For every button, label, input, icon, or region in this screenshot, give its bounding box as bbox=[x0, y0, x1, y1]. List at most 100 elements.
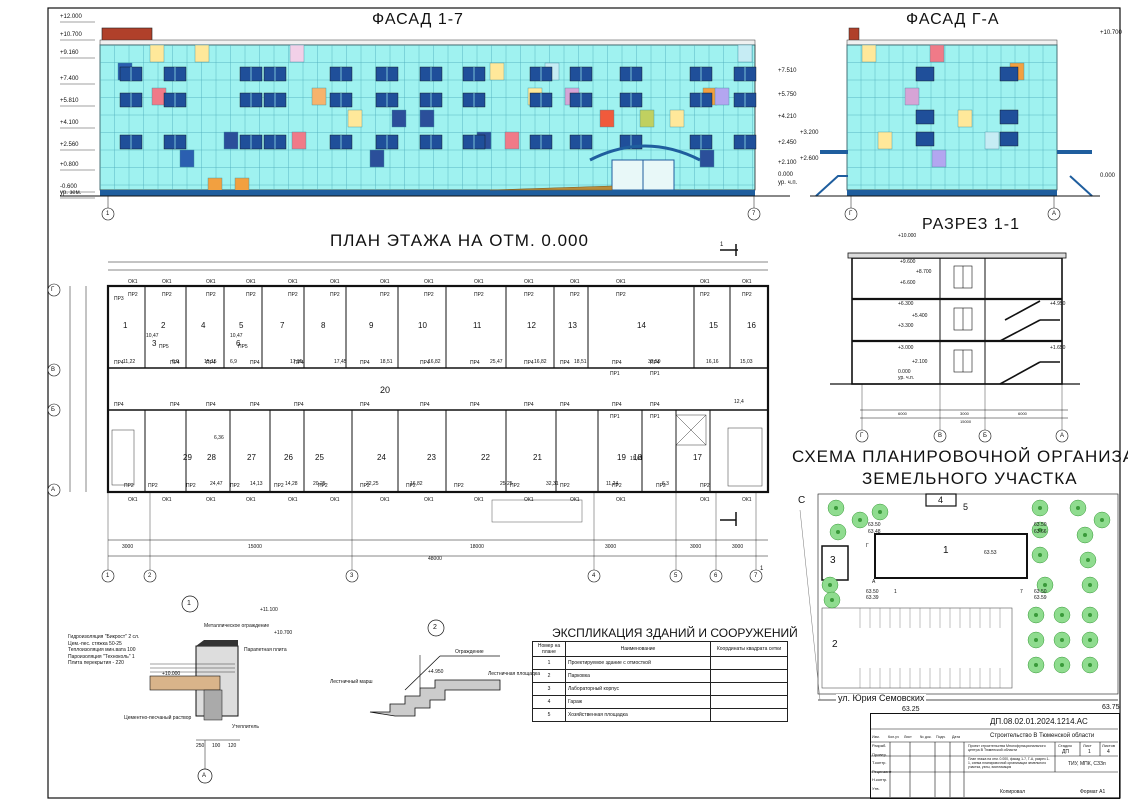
room-area: 6,3 bbox=[662, 481, 669, 487]
site-elevation: 63.50 bbox=[868, 522, 881, 528]
room-number: 10 bbox=[418, 321, 427, 330]
stair-right bbox=[727, 427, 763, 487]
callout-flight: Лестничный марш bbox=[330, 679, 373, 685]
partition-tag: ПР2 bbox=[274, 483, 284, 489]
stamp-format: Формат А1 bbox=[1080, 789, 1106, 795]
facade-level-right: +2.100 bbox=[778, 160, 797, 166]
room-area: 11,24 bbox=[606, 481, 619, 487]
callout-railing-2: Ограждение bbox=[455, 649, 484, 655]
room-area: 22,25 bbox=[366, 481, 379, 487]
partition-tag: ПР2 bbox=[128, 292, 138, 298]
partition-tag: ПР4 bbox=[524, 360, 534, 366]
room-number: 12 bbox=[527, 321, 536, 330]
room-number: 27 bbox=[247, 453, 256, 462]
room-area: 25,47 bbox=[490, 359, 503, 365]
partition-tag: ПР2 bbox=[186, 483, 196, 489]
room-area: 25,25 bbox=[500, 481, 513, 487]
partition-tag: ПР4 bbox=[206, 402, 216, 408]
ramp bbox=[489, 185, 613, 191]
room-area: 6,9 bbox=[172, 359, 179, 365]
window-tag: ОК1 bbox=[570, 497, 580, 503]
axis-label: Г bbox=[849, 211, 853, 217]
site-elevation: 63.39 bbox=[866, 595, 879, 601]
section-dim: 3000 bbox=[960, 411, 969, 416]
window-tag: ОК1 bbox=[128, 497, 138, 503]
partition-tag: ПР2 bbox=[524, 292, 534, 298]
room-area: 24,47 bbox=[210, 481, 223, 487]
window-tag: ОК1 bbox=[206, 497, 216, 503]
plan-axis: 5 bbox=[674, 573, 678, 579]
street-label: ул. Юрия Семовских bbox=[836, 693, 927, 703]
facade-1-7 bbox=[60, 21, 790, 199]
entrance-canopy bbox=[589, 144, 701, 162]
partition-tag: ПР5 bbox=[238, 344, 248, 350]
col-grid: Координаты квадрата сетки bbox=[710, 641, 788, 657]
partition-tag: ПР4 bbox=[420, 360, 430, 366]
section-1-1 bbox=[830, 252, 1080, 443]
stamp-col-label: № док. bbox=[920, 735, 932, 739]
ramp-plan bbox=[491, 499, 583, 523]
facade-levels bbox=[60, 21, 95, 199]
partition-tag: ПР4 bbox=[360, 360, 370, 366]
plan-dim: 3000 bbox=[732, 544, 744, 550]
room-area: 12,4 bbox=[734, 399, 744, 405]
site-marker: 7 bbox=[1020, 589, 1023, 595]
partition-tag: ПР2 bbox=[330, 292, 340, 298]
partition-tag: ПР4 bbox=[294, 360, 304, 366]
window-tag: ОК1 bbox=[424, 279, 434, 285]
partition-tag: ПР1 bbox=[610, 414, 620, 420]
room-number: 3 bbox=[152, 339, 157, 348]
stamp-col-label: Лист bbox=[904, 735, 912, 739]
partition-tag: ПР4 bbox=[470, 360, 480, 366]
callout-mortar: Цементно-песчаный раствор bbox=[124, 715, 192, 721]
facade-level-right: +2.450 bbox=[778, 140, 797, 146]
plan-axis: 6 bbox=[714, 573, 718, 579]
partition-tag: ПР1 bbox=[650, 414, 660, 420]
plan-title: ПЛАН ЭТАЖА НА ОТМ. 0.000 bbox=[330, 231, 589, 250]
facade-g-a-title: ФАСАД Г-А bbox=[906, 11, 1000, 28]
ga-level: +10.700 bbox=[1100, 30, 1122, 36]
stamp-role: Разраб. bbox=[872, 743, 887, 748]
plan-dim: 3000 bbox=[690, 544, 702, 550]
stamp-sheet-desc: План этажа на отм. 0.000, фасад 1-7, Г-А… bbox=[968, 757, 1050, 769]
partition-tag: ПР4 bbox=[206, 360, 216, 366]
site-elevation: 63.48 bbox=[868, 529, 881, 535]
stamp-col-label: Дата bbox=[952, 735, 960, 739]
dim: 250 bbox=[196, 743, 205, 749]
window-tag: ОК1 bbox=[524, 497, 534, 503]
corridor-number: 20 bbox=[380, 385, 391, 395]
room-area: 10,47 bbox=[230, 333, 243, 339]
stamp-role: Рецензент bbox=[872, 768, 892, 774]
room-area: 10,47 bbox=[146, 333, 159, 339]
site-elevation: 63.75 bbox=[1102, 704, 1120, 711]
callout-landing: Лестничная площадка bbox=[488, 671, 541, 677]
window-tag: ОК1 bbox=[700, 279, 710, 285]
plan-axis: 2 bbox=[148, 573, 152, 579]
window-tag: ОК1 bbox=[524, 279, 534, 285]
partition-tag: ПР2 bbox=[742, 292, 752, 298]
partition-tag: ПР2 bbox=[318, 483, 328, 489]
level-10000: +10.000 bbox=[162, 671, 181, 677]
title-block bbox=[870, 713, 1120, 799]
elevator bbox=[675, 414, 707, 446]
section-level: +3.000 bbox=[898, 345, 914, 351]
level-10700: +10.700 bbox=[274, 630, 293, 636]
level-11100: +11.100 bbox=[260, 607, 278, 613]
section-level: +5.400 bbox=[912, 313, 928, 319]
section-level: +6.300 bbox=[898, 301, 914, 307]
room-area: 14,13 bbox=[250, 481, 263, 487]
room-area: 18,51 bbox=[380, 359, 393, 365]
partition-tag: ПР2 bbox=[616, 292, 626, 298]
stamp-role: Провер. bbox=[872, 751, 887, 757]
partition-tag: ПР4 bbox=[360, 402, 370, 408]
detail-node-2 bbox=[369, 619, 501, 717]
site-label-4: 4 bbox=[938, 495, 944, 505]
room-area: 18,51 bbox=[574, 359, 587, 365]
partition-tag: ПР5 bbox=[159, 344, 169, 350]
partition-tag: ПР2 bbox=[424, 292, 434, 298]
partition-tag: ПР4 bbox=[470, 402, 480, 408]
room-number: 16 bbox=[747, 321, 756, 330]
